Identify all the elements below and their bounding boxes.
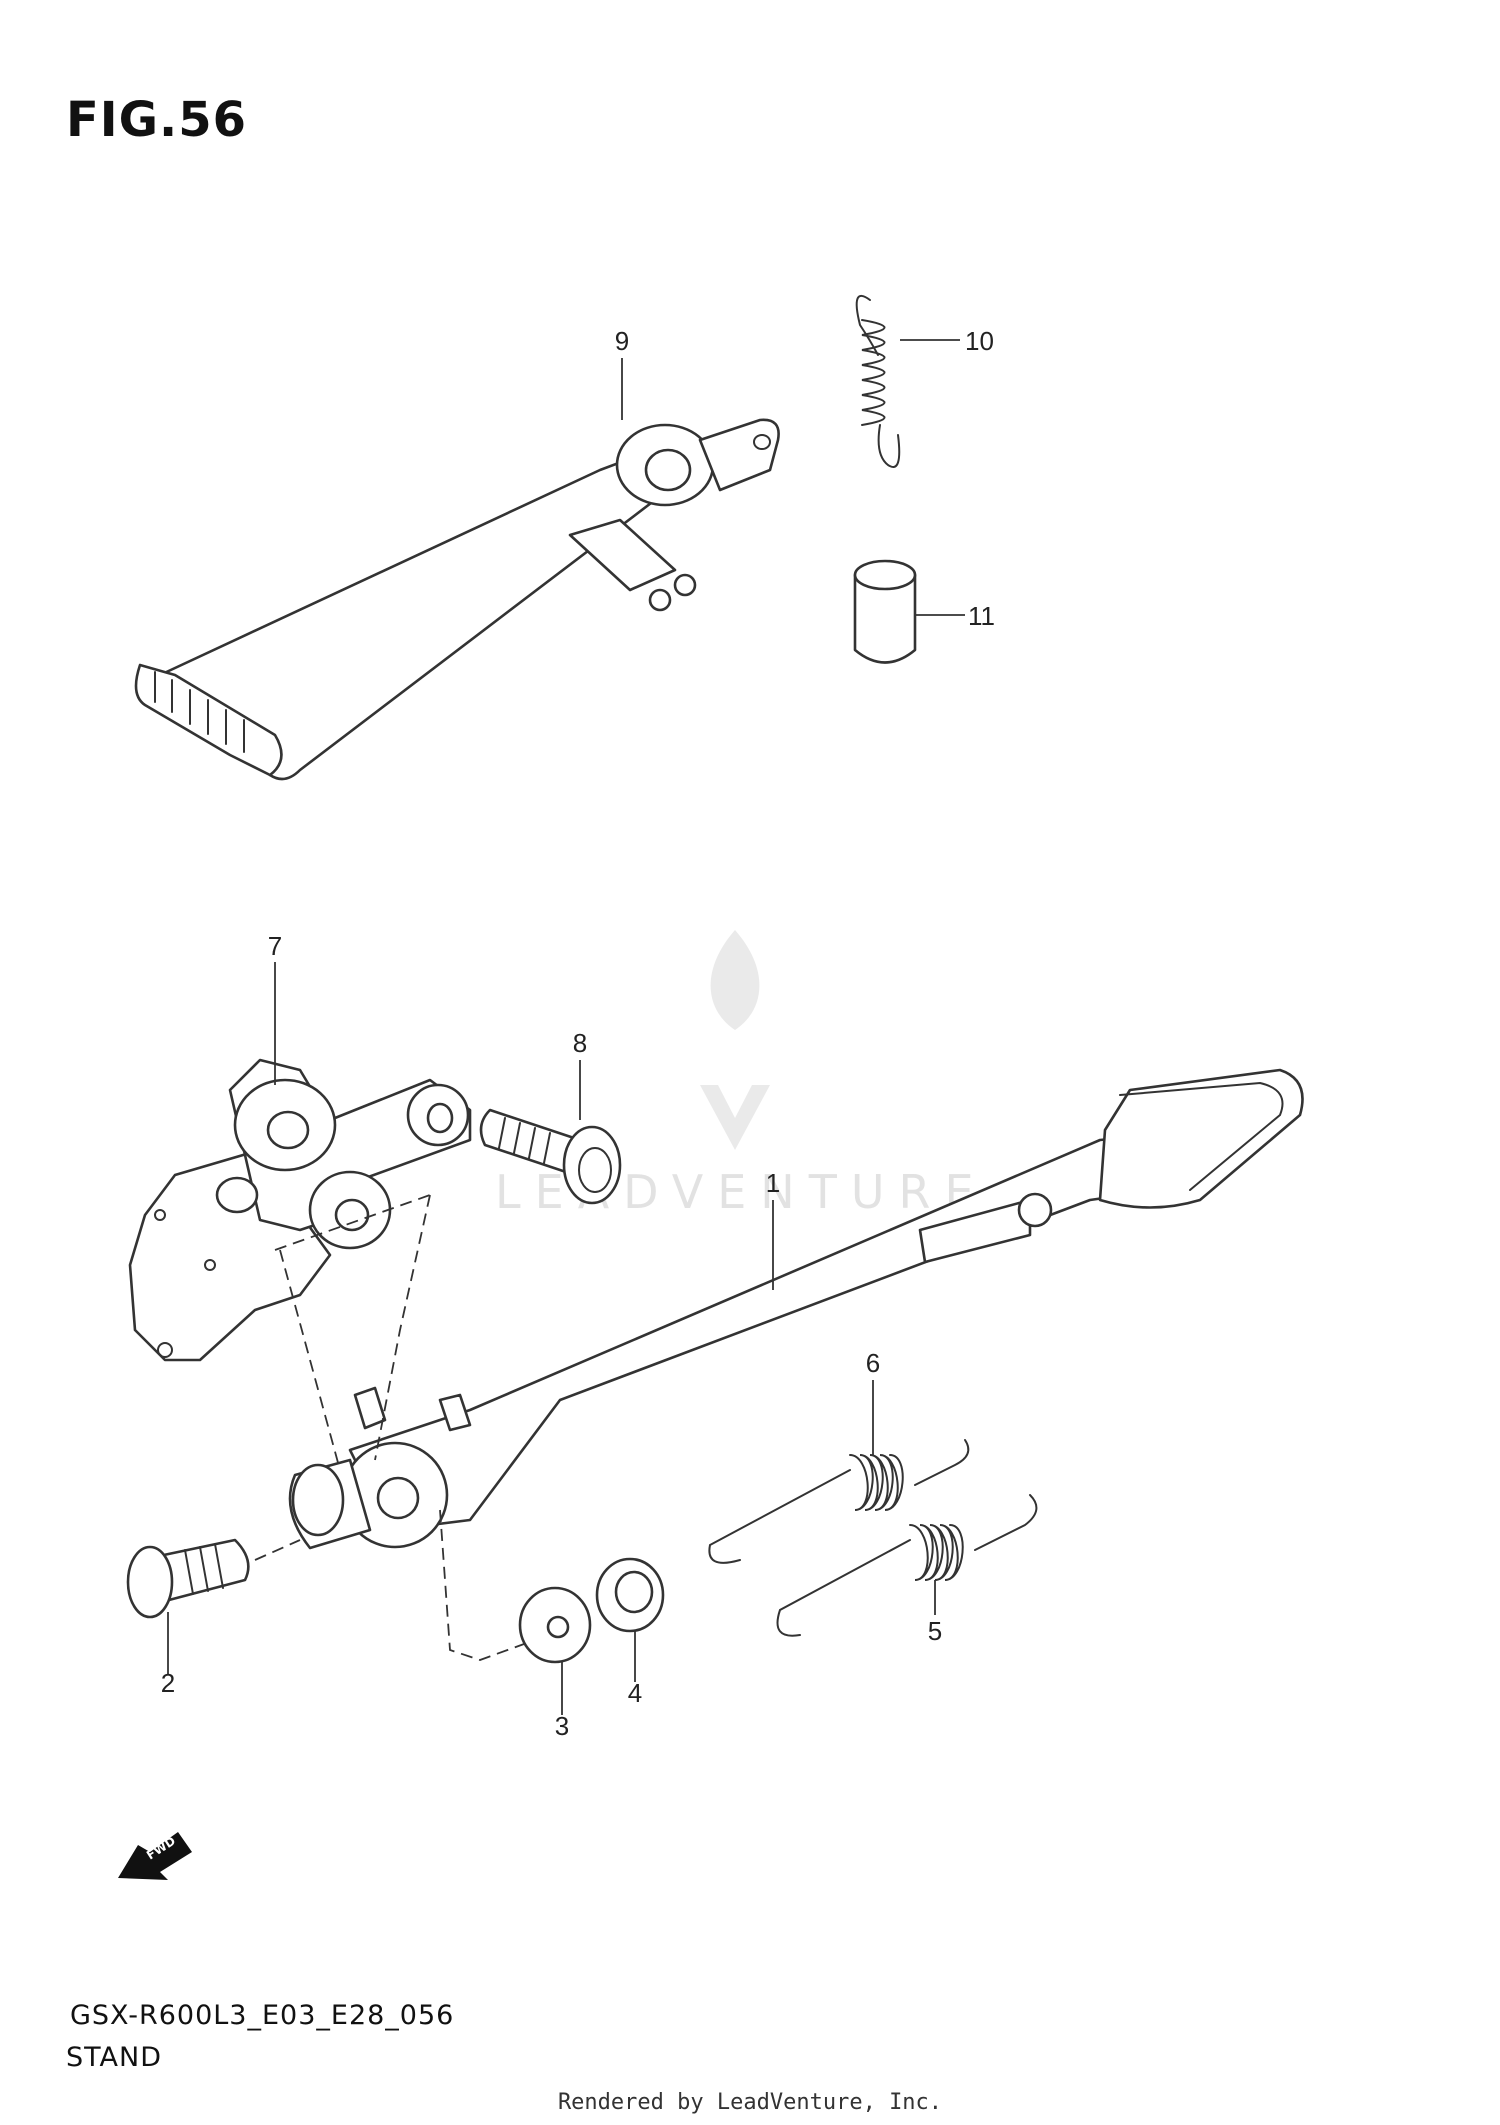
assembly-lines bbox=[254, 1194, 536, 1661]
callout-10: 10 bbox=[965, 326, 994, 356]
collar-part-11[interactable] bbox=[853, 559, 917, 664]
side-stand-part-1[interactable] bbox=[288, 1068, 1304, 1550]
spring-part-5[interactable] bbox=[776, 1494, 1038, 1637]
callout-6: 6 bbox=[866, 1348, 880, 1378]
callout-2: 2 bbox=[161, 1668, 175, 1698]
watermark-logo bbox=[700, 930, 770, 1150]
spring-part-6[interactable] bbox=[708, 1439, 970, 1564]
bolt-part-2[interactable] bbox=[126, 1538, 250, 1619]
fwd-arrow-icon: FWD bbox=[118, 1832, 192, 1880]
footer-credit: Rendered by LeadVenture, Inc. bbox=[557, 2090, 943, 2115]
bracket-part-7[interactable] bbox=[128, 1058, 472, 1362]
spring-part-10[interactable] bbox=[855, 294, 901, 468]
callout-3: 3 bbox=[555, 1711, 569, 1741]
callout-5: 5 bbox=[928, 1616, 942, 1646]
page-name: STAND bbox=[66, 2042, 162, 2073]
bolt-part-8[interactable] bbox=[479, 1108, 622, 1205]
callout-7: 7 bbox=[268, 931, 282, 961]
callout-4: 4 bbox=[628, 1678, 642, 1708]
nut-part-4[interactable] bbox=[595, 1557, 665, 1633]
callout-11: 11 bbox=[968, 601, 995, 631]
figure-title: FIG.56 bbox=[66, 92, 248, 148]
washer-part-3[interactable] bbox=[518, 1586, 592, 1664]
callout-1: 1 bbox=[766, 1168, 780, 1198]
callout-8: 8 bbox=[573, 1028, 587, 1058]
model-code: GSX-R600L3_E03_E28_056 bbox=[70, 2000, 455, 2031]
shift-lever-part[interactable] bbox=[134, 418, 780, 781]
callout-9: 9 bbox=[615, 326, 629, 356]
